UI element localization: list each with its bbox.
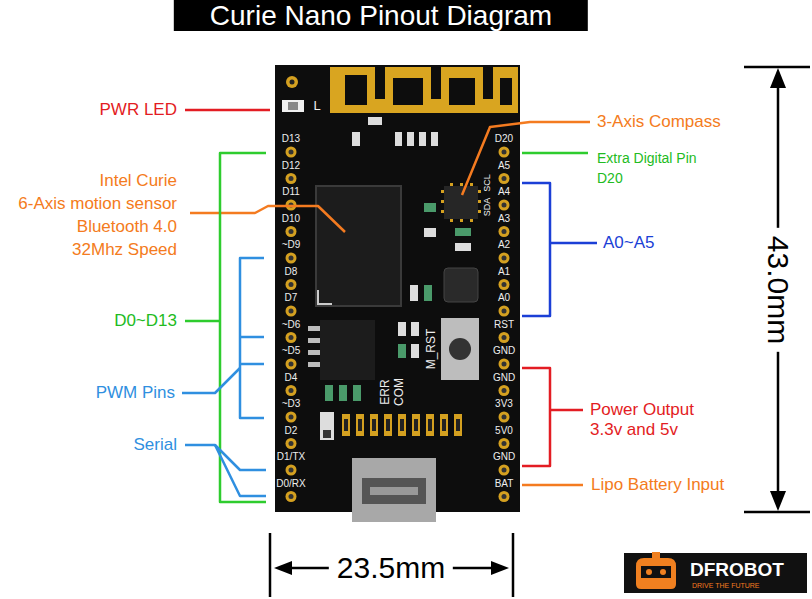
callout-label: Extra Digital Pin: [597, 150, 697, 166]
dimension-label: 43.0mm: [761, 228, 796, 352]
silkscreen-label: L: [313, 99, 320, 114]
pin-label: D2: [285, 425, 298, 437]
pin-label: D12: [282, 160, 300, 172]
callout-label: Lipo Battery Input: [591, 475, 724, 495]
callout-label: 3-Axis Compass: [597, 112, 721, 132]
diagram-title: Curie Nano Pinout Diagram: [174, 0, 588, 31]
silkscreen-label: SCL: [482, 174, 492, 192]
callout-label: D20: [597, 170, 623, 186]
pin-label: A2: [498, 239, 510, 251]
pin-label: A4: [498, 186, 510, 198]
pin-label: GND: [493, 372, 515, 384]
callout-label: PWR LED: [100, 100, 177, 120]
callout-label: Intel Curie: [100, 171, 177, 191]
pin-label: D20: [495, 133, 513, 145]
pin-label: ~D3: [282, 398, 301, 410]
dimension-label: 23.5mm: [329, 551, 453, 586]
pin-label: 3V3: [495, 398, 513, 410]
pin-label: D4: [285, 372, 298, 384]
pin-label: GND: [493, 345, 515, 357]
callout-label: PWM Pins: [96, 383, 175, 403]
callout-label: Bluetooth 4.0: [77, 217, 177, 237]
pin-label: D13: [282, 133, 300, 145]
callout-label: A0~A5: [603, 233, 655, 253]
pin-label: D7: [285, 292, 298, 304]
silkscreen-label: M_RST: [425, 329, 439, 370]
pin-label: 5V0: [495, 425, 513, 437]
silkscreen-label: ERR: [379, 379, 393, 404]
pin-label: A5: [498, 160, 510, 172]
pin-label: D0/RX: [276, 478, 305, 490]
pin-label: ~D9: [282, 239, 301, 251]
logo-tagline: DRIVE THE FUTURE: [692, 582, 760, 590]
pin-label: GND: [493, 451, 515, 463]
pin-label: A0: [498, 292, 510, 304]
callout-label: 6-Axis motion sensor: [18, 194, 177, 214]
pin-label: ~D6: [282, 319, 301, 331]
callout-label: 32Mhz Speed: [72, 240, 177, 260]
pin-label: RST: [494, 319, 514, 331]
pin-label: A1: [498, 266, 510, 278]
pin-label: D8: [285, 266, 298, 278]
pin-label: BAT: [495, 478, 514, 490]
pin-label: ~D5: [282, 345, 301, 357]
callout-label: Serial: [134, 435, 177, 455]
silkscreen-label: COM: [393, 378, 407, 406]
logo-text: DFROBOT: [690, 559, 784, 581]
silkscreen-label: SDA: [482, 198, 492, 217]
pin-label: D1/TX: [277, 451, 305, 463]
pin-label: D11: [282, 186, 300, 198]
pin-label: A3: [498, 213, 510, 225]
pin-label: D10: [282, 213, 300, 225]
callout-label: D0~D13: [114, 311, 177, 331]
callout-label: Power Output: [590, 400, 694, 420]
callout-label: 3.3v and 5v: [590, 420, 678, 440]
